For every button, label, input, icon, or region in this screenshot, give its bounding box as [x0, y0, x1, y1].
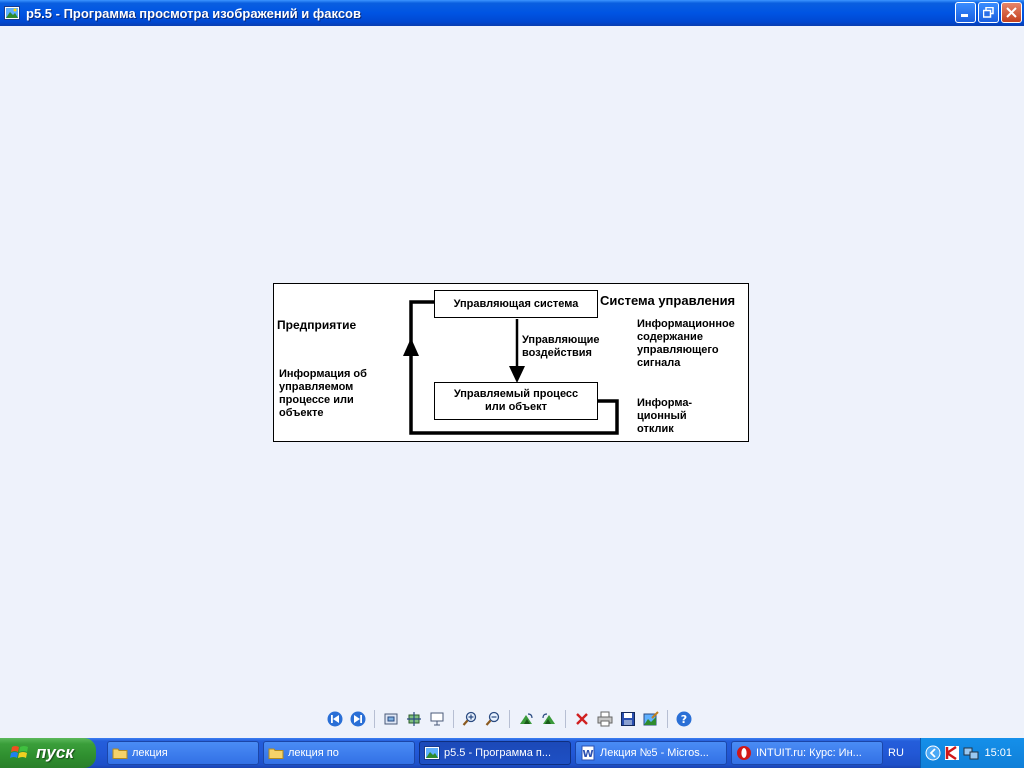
- taskbar-item-opera-browser[interactable]: INTUIT.ru: Курс: Ин...: [731, 741, 883, 765]
- info-about-line-4: объекте: [279, 407, 324, 419]
- toolbar-separator: [374, 710, 375, 728]
- svg-text:?: ?: [681, 713, 687, 726]
- show-hidden-icons-icon[interactable]: [925, 745, 941, 761]
- taskbar-item-lecture-by-folder[interactable]: лекция по: [263, 741, 415, 765]
- feedback-loop-line: [409, 300, 619, 435]
- toolbar-separator: [509, 710, 510, 728]
- print-button[interactable]: [595, 709, 615, 729]
- taskbar-item-label: Лекция №5 - Micros...: [600, 747, 709, 759]
- rotate-clockwise-button[interactable]: [516, 709, 536, 729]
- info-content-line-2: содержание: [637, 331, 703, 343]
- actual-size-button[interactable]: [404, 709, 424, 729]
- picture-viewer-icon[interactable]: [4, 5, 20, 21]
- diagram-connectors: [403, 300, 619, 435]
- window-title: p5.5 - Программа просмотра изображений и…: [26, 5, 361, 21]
- taskbar: пуск лекция лекция по p5.5 - Программа п…: [0, 738, 1024, 768]
- control-arrow-head: [509, 366, 525, 383]
- taskbar-item-label: p5.5 - Программа п...: [444, 747, 551, 759]
- control-actions-line-1: Управляющие: [522, 334, 600, 346]
- close-button[interactable]: [1001, 2, 1022, 23]
- previous-image-icon: [327, 711, 343, 727]
- info-response-line-1: Информа-: [637, 397, 693, 409]
- clock[interactable]: 15:01: [984, 747, 1012, 759]
- control-system-label: Управляющая система: [453, 297, 579, 310]
- info-about-line-2: управляемом: [279, 381, 354, 393]
- taskbar-item-label: лекция: [132, 747, 168, 759]
- next-image-button[interactable]: [348, 709, 368, 729]
- viewer-toolbar: ?: [325, 708, 694, 730]
- folder-icon: [112, 745, 128, 761]
- info-response-line-2: ционный: [637, 410, 687, 422]
- restore-icon: [983, 7, 994, 18]
- toolbar-separator: [565, 710, 566, 728]
- slideshow-button[interactable]: [427, 709, 447, 729]
- taskbar-item-label: INTUIT.ru: Курс: Ин...: [756, 747, 862, 759]
- best-fit-button[interactable]: [381, 709, 401, 729]
- word-icon: W: [580, 745, 596, 761]
- opera-icon: [736, 745, 752, 761]
- control-actions-label: Управляющие воздействия: [522, 334, 599, 360]
- slideshow-icon: [430, 712, 444, 726]
- start-label: пуск: [36, 743, 74, 762]
- info-about-line-1: Информация об: [279, 368, 367, 380]
- zoom-out-icon: [485, 711, 500, 726]
- zoom-in-button[interactable]: [460, 709, 480, 729]
- controlled-process-label-2: или объект: [485, 401, 547, 413]
- edit-image-icon: [643, 711, 659, 726]
- info-content-label: Информационное содержание управляющего с…: [637, 318, 735, 370]
- actual-size-icon: [407, 712, 421, 726]
- minimize-button[interactable]: [955, 2, 976, 23]
- info-response-line-3: отклик: [637, 423, 674, 435]
- info-about-process-label: Информация об управляемом процессе или о…: [279, 368, 367, 420]
- control-actions-line-2: воздействия: [522, 347, 592, 359]
- info-content-line-3: управляющего: [637, 344, 719, 356]
- language-indicator[interactable]: RU: [888, 747, 904, 759]
- zoom-in-icon: [462, 711, 477, 726]
- system-label: Система управления: [600, 293, 736, 308]
- delete-button[interactable]: [572, 709, 592, 729]
- delete-icon: [576, 713, 588, 725]
- displayed-image-diagram: Управляющая система Управляемый процесс …: [273, 283, 749, 442]
- info-content-line-4: сигнала: [637, 357, 681, 369]
- info-about-line-3: процессе или: [279, 394, 354, 406]
- picture-viewer-icon: [424, 745, 440, 761]
- windows-logo-icon: [10, 743, 30, 763]
- folder-icon: [268, 745, 284, 761]
- feedback-arrow-head: [403, 338, 419, 356]
- restore-button[interactable]: [978, 2, 999, 23]
- minimize-icon: [961, 14, 968, 17]
- taskbar-item-word-document[interactable]: W Лекция №5 - Micros...: [575, 741, 727, 765]
- close-icon: [1006, 7, 1017, 18]
- taskbar-item-image-viewer[interactable]: p5.5 - Программа п...: [419, 741, 571, 765]
- info-response-label: Информа- ционный отклик: [637, 397, 692, 436]
- toolbar-separator: [453, 710, 454, 728]
- save-icon: [621, 712, 635, 726]
- start-button[interactable]: пуск: [0, 738, 96, 768]
- taskbar-item-lecture-folder[interactable]: лекция: [107, 741, 259, 765]
- rotate-counterclockwise-icon: [542, 713, 555, 724]
- control-system-box: Управляющая система: [434, 290, 598, 318]
- copy-to-button[interactable]: [618, 709, 638, 729]
- title-bar[interactable]: p5.5 - Программа просмотра изображений и…: [0, 0, 1024, 26]
- open-for-editing-button[interactable]: [641, 709, 661, 729]
- toolbar-separator: [667, 710, 668, 728]
- help-icon: ?: [676, 711, 692, 727]
- next-image-icon: [350, 711, 366, 727]
- rotate-counterclockwise-button[interactable]: [539, 709, 559, 729]
- info-content-line-1: Информационное: [637, 318, 735, 330]
- help-button[interactable]: ?: [674, 709, 694, 729]
- antivirus-icon[interactable]: [944, 745, 960, 761]
- best-fit-icon: [384, 713, 398, 725]
- svg-text:W: W: [582, 749, 593, 760]
- enterprise-label: Предприятие: [277, 318, 357, 332]
- rotate-clockwise-icon: [520, 713, 533, 724]
- print-icon: [597, 711, 613, 727]
- zoom-out-button[interactable]: [483, 709, 503, 729]
- taskbar-item-label: лекция по: [288, 747, 339, 759]
- controlled-process-label-1: Управляемый процесс: [453, 388, 579, 400]
- controlled-process-box: Управляемый процесс или объект: [434, 382, 598, 420]
- network-icon[interactable]: [963, 745, 979, 761]
- previous-image-button[interactable]: [325, 709, 345, 729]
- system-tray: 15:01: [920, 738, 1024, 768]
